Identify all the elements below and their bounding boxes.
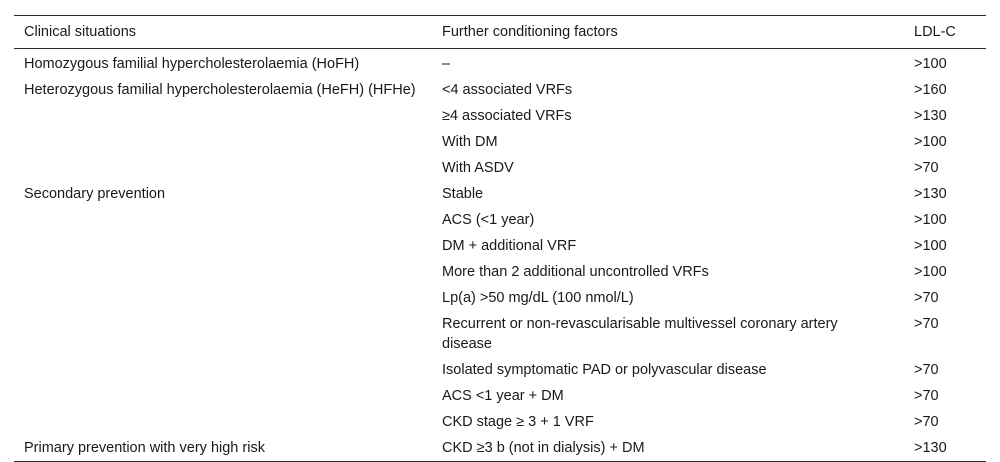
table-row: CKD stage ≥ 3 + 1 VRF >70: [14, 409, 986, 435]
ldl-c-value-cell: >70: [914, 316, 939, 332]
ldl-c-value-cell: >70: [914, 290, 939, 306]
header-clinical-situations: Clinical situations: [14, 15, 432, 49]
conditioning-factor-cell: CKD stage ≥ 3 + 1 VRF: [442, 414, 594, 430]
header-further-conditioning-factors: Further conditioning factors: [432, 15, 904, 49]
table-row: Recurrent or non-revascularisable multiv…: [14, 311, 986, 357]
clinical-situation-cell: [14, 357, 432, 383]
table-row: With ASDV >70: [14, 155, 986, 181]
ldl-c-value-cell: >100: [914, 238, 947, 254]
conditioning-factor-cell: With ASDV: [442, 160, 514, 176]
clinical-situation-cell: Homozygous familial hypercholesterolaemi…: [24, 56, 360, 72]
table-row: Homozygous familial hypercholesterolaemi…: [14, 49, 986, 78]
clinical-situation-cell: [14, 207, 432, 233]
ldl-c-value-cell: >100: [914, 134, 947, 150]
ldl-c-value-cell: >70: [914, 414, 939, 430]
conditioning-factor-cell: Recurrent or non-revascularisable multiv…: [442, 316, 838, 352]
table-row: Secondary prevention Stable >130: [14, 181, 986, 207]
conditioning-factor-cell: More than 2 additional uncontrolled VRFs: [442, 264, 709, 280]
conditioning-factor-cell: ACS <1 year + DM: [442, 388, 564, 404]
clinical-situation-cell: [14, 155, 432, 181]
clinical-situation-cell: [14, 311, 432, 357]
clinical-situation-cell: [14, 103, 432, 129]
header-ldl-c: LDL-C: [904, 15, 986, 49]
conditioning-factor-cell: Isolated symptomatic PAD or polyvascular…: [442, 362, 767, 378]
ldl-c-value-cell: >160: [914, 82, 947, 98]
conditioning-factor-cell: –: [442, 56, 451, 72]
clinical-situation-cell: Primary prevention with very high risk: [14, 435, 432, 462]
header-row: Clinical situations Further conditioning…: [14, 15, 986, 49]
ldl-c-value-cell: >70: [914, 362, 939, 378]
ldl-threshold-table: Clinical situations Further conditioning…: [14, 15, 986, 462]
conditioning-factor-cell: Stable: [442, 186, 484, 202]
clinical-situation-cell: [14, 233, 432, 259]
table-row: Lp(a) >50 mg/dL (100 nmol/L) >70: [14, 285, 986, 311]
clinical-situation-cell: [14, 129, 432, 155]
table-row: With DM >100: [14, 129, 986, 155]
ldl-threshold-table-container: Clinical situations Further conditioning…: [14, 15, 986, 462]
table-row: DM + additional VRF >100: [14, 233, 986, 259]
conditioning-factor-cell: ACS (<1 year): [442, 212, 535, 228]
clinical-situation-cell: [14, 383, 432, 409]
ldl-c-value-cell: >100: [914, 56, 947, 72]
clinical-situation-cell: [14, 409, 432, 435]
table-body: Homozygous familial hypercholesterolaemi…: [14, 49, 986, 462]
clinical-situation-cell: [14, 259, 432, 285]
table-row: ≥4 associated VRFs >130: [14, 103, 986, 129]
table-row: Isolated symptomatic PAD or polyvascular…: [14, 357, 986, 383]
table-row: Heterozygous familial hypercholesterolae…: [14, 77, 986, 103]
ldl-c-value-cell: >100: [914, 212, 947, 228]
conditioning-factor-cell: With DM: [442, 134, 498, 150]
clinical-situation-cell: Heterozygous familial hypercholesterolae…: [24, 82, 416, 98]
ldl-c-value-cell: >100: [914, 264, 947, 280]
table-header: Clinical situations Further conditioning…: [14, 15, 986, 49]
conditioning-factor-cell: Lp(a) >50 mg/dL (100 nmol/L): [442, 290, 634, 306]
ldl-c-value-cell: >130: [904, 435, 986, 462]
conditioning-factor-cell: CKD ≥3 b (not in dialysis) + DM: [432, 435, 904, 462]
table-row: ACS <1 year + DM >70: [14, 383, 986, 409]
ldl-c-value-cell: >130: [914, 186, 947, 202]
clinical-situation-cell: [14, 285, 432, 311]
ldl-c-value-cell: >130: [914, 108, 947, 124]
ldl-c-value-cell: >70: [914, 160, 939, 176]
table-row: More than 2 additional uncontrolled VRFs…: [14, 259, 986, 285]
conditioning-factor-cell: ≥4 associated VRFs: [442, 108, 572, 124]
conditioning-factor-cell: DM + additional VRF: [442, 238, 577, 254]
conditioning-factor-cell: <4 associated VRFs: [442, 82, 573, 98]
ldl-c-value-cell: >70: [914, 388, 939, 404]
clinical-situation-cell: Secondary prevention: [24, 186, 166, 202]
table-row: ACS (<1 year) >100: [14, 207, 986, 233]
